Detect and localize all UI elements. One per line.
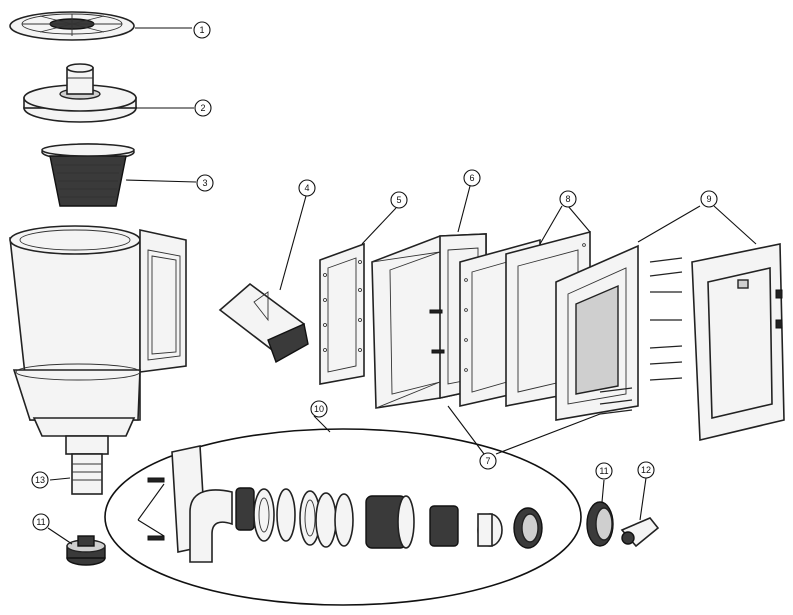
callout-3-label: 3 [202, 178, 207, 188]
part-10-group [104, 428, 582, 606]
callout-1: 1 [193, 21, 211, 39]
part-basket [41, 143, 135, 207]
callout-9-label: 9 [706, 194, 711, 204]
part-cap-right [586, 501, 614, 547]
callout-5-label: 5 [396, 195, 401, 205]
callout-7-label: 7 [485, 456, 490, 466]
callout-2: 2 [194, 99, 212, 117]
callout-6: 6 [463, 169, 481, 187]
part-skimmer-plate [23, 63, 137, 123]
callout-13-label: 13 [35, 475, 45, 485]
callout-11-right-label: 11 [599, 466, 608, 476]
leader-lines [47, 27, 757, 545]
callout-8-label: 8 [565, 194, 570, 204]
part-lid [9, 11, 135, 41]
part-key-12 [620, 517, 660, 548]
callout-12-label: 12 [641, 465, 651, 475]
callout-1-label: 1 [199, 25, 204, 35]
callout-11-left-label: 11 [36, 517, 45, 527]
part-cap-left [66, 535, 106, 566]
callout-12: 12 [637, 461, 655, 479]
part-faceplate-9 [555, 243, 785, 442]
callout-11-left: 11 [32, 513, 50, 531]
screws [599, 257, 683, 415]
callout-7: 7 [479, 452, 497, 470]
callout-13: 13 [31, 471, 49, 489]
callout-9: 9 [700, 190, 718, 208]
part-gasket-5 [319, 242, 365, 385]
callout-4-label: 4 [304, 183, 309, 193]
callout-4: 4 [298, 179, 316, 197]
callout-11-right: 11 [595, 462, 613, 480]
callout-5: 5 [390, 191, 408, 209]
callout-10-label: 10 [314, 404, 324, 414]
callout-8: 8 [559, 190, 577, 208]
callout-10: 10 [310, 400, 328, 418]
callout-2-label: 2 [200, 103, 205, 113]
callout-3: 3 [196, 174, 214, 192]
callout-6-label: 6 [469, 173, 474, 183]
part-weir [218, 282, 309, 364]
part-skimmer-body [9, 225, 187, 495]
